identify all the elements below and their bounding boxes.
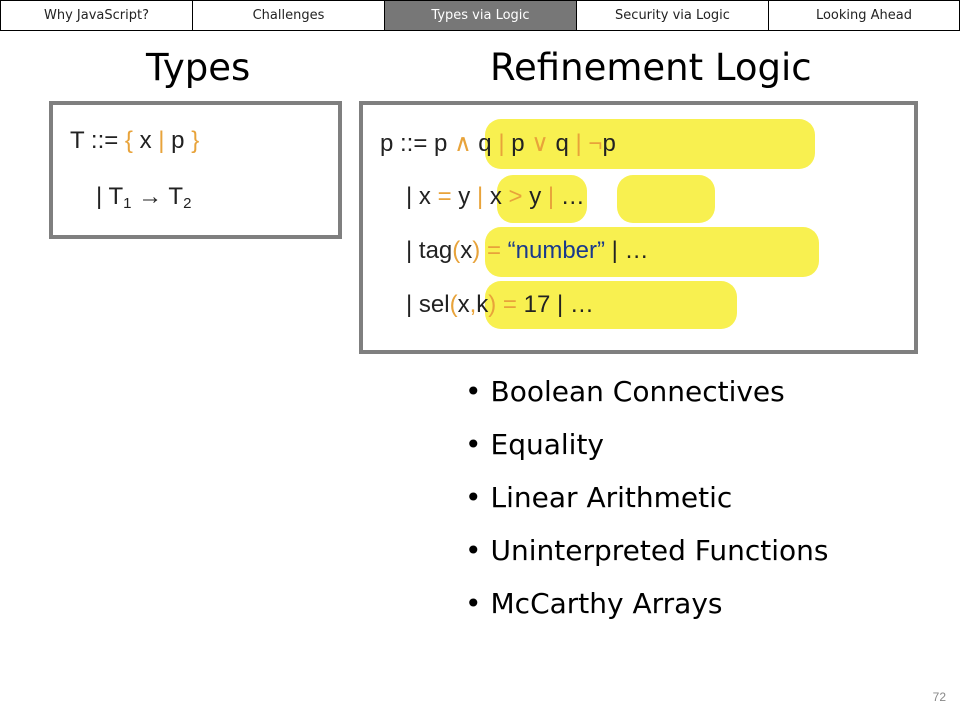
syntax-token: | [476, 183, 484, 210]
syntax-token: = [496, 291, 524, 318]
syntax-token: ∨ [531, 130, 549, 157]
syntax-token: x [457, 291, 470, 318]
logic-grammar-line-4: | sel(x,k) = 17 | … [406, 291, 594, 319]
bullet-linear-arithmetic: Linear Arithmetic [465, 476, 885, 520]
subscript-1: 1 [123, 195, 132, 212]
syntax-token: , [469, 291, 477, 318]
syntax-token: y [451, 183, 477, 210]
alternative-bar: | [96, 183, 109, 210]
highlight-uninterpreted-functions [485, 227, 819, 277]
logic-grammar-line-1: p ::= p ∧ q | p ∨ q | ¬p [380, 129, 616, 158]
subscript-2: 2 [183, 195, 192, 212]
top-navigation: Why JavaScript? Challenges Types via Log… [0, 0, 960, 33]
syntax-token: = [480, 237, 508, 264]
syntax-token: x [483, 183, 509, 210]
syntax-token: q [471, 130, 499, 157]
refinement-logic-heading: Refinement Logic [490, 46, 812, 89]
tab-security-via-logic[interactable]: Security via Logic [576, 0, 768, 31]
syntax-token: p [504, 130, 532, 157]
types-grammar-line-1: T ::= { x | p } [70, 127, 199, 155]
syntax-token: “number” [507, 237, 605, 264]
tab-challenges[interactable]: Challenges [192, 0, 384, 31]
syntax-token: ( [452, 237, 461, 264]
highlight-linear-arithmetic [617, 175, 715, 223]
syntax-token: ) [488, 291, 497, 318]
syntax-token: | [547, 183, 555, 210]
types-grammar-line-2: | T1 → T2 [96, 183, 191, 212]
logic-grammar-line-3: | tag(x) = “number” | … [406, 237, 649, 265]
syntax-token: p [164, 127, 192, 154]
syntax-token: q [548, 130, 576, 157]
tab-types-via-logic[interactable]: Types via Logic [384, 0, 576, 31]
bullet-boolean-connectives: Boolean Connectives [465, 370, 885, 414]
bullet-uninterpreted-functions: Uninterpreted Functions [465, 529, 885, 573]
function-arrow: → [131, 183, 169, 210]
syntax-token: | [575, 130, 582, 157]
syntax-token: { [124, 127, 133, 154]
syntax-token: sel [418, 291, 450, 318]
syntax-token: tag [418, 237, 453, 264]
highlight-boolean-connectives [485, 119, 815, 169]
highlight-equality [497, 175, 587, 223]
syntax-token: | [406, 237, 419, 264]
syntax-token: ¬ [581, 130, 603, 157]
syntax-token: x [418, 183, 438, 210]
types-grammar-box: T ::= { x | p } | T1 → T2 [49, 101, 342, 239]
type-t1: T [108, 183, 124, 210]
syntax-token: x [460, 237, 473, 264]
syntax-token: T ::= [70, 127, 125, 154]
bullet-mccarthy-arrays: McCarthy Arrays [465, 582, 885, 626]
highlight-mccarthy-arrays [485, 281, 737, 329]
syntax-token: ) [472, 237, 481, 264]
syntax-token: | [406, 291, 419, 318]
theory-bullet-list: Boolean Connectives Equality Linear Arit… [465, 370, 885, 635]
bullet-equality: Equality [465, 423, 885, 467]
type-t2: T [168, 183, 184, 210]
tab-looking-ahead[interactable]: Looking Ahead [768, 0, 960, 31]
refinement-logic-grammar-box: p ::= p ∧ q | p ∨ q | ¬p | x = y | x > y… [359, 101, 918, 354]
syntax-token: ∧ [454, 130, 472, 157]
syntax-token: ( [449, 291, 458, 318]
syntax-token: > [508, 183, 523, 210]
syntax-token: | [406, 183, 419, 210]
slide-number: 72 [932, 690, 946, 704]
syntax-token: y [522, 183, 548, 210]
syntax-token: | [158, 127, 165, 154]
syntax-token: 17 | … [523, 291, 594, 318]
syntax-token: … [554, 183, 585, 210]
tab-why-javascript[interactable]: Why JavaScript? [0, 0, 192, 31]
syntax-token: | … [605, 237, 649, 264]
syntax-token: p [602, 130, 616, 157]
syntax-token: | [498, 130, 505, 157]
syntax-token: = [437, 183, 452, 210]
syntax-token: x [132, 127, 159, 154]
syntax-token: p ::= p [380, 130, 455, 157]
logic-grammar-line-2: | x = y | x > y | … [406, 183, 585, 211]
types-heading: Types [146, 46, 251, 89]
syntax-token: } [191, 127, 200, 154]
syntax-token: k [476, 291, 489, 318]
